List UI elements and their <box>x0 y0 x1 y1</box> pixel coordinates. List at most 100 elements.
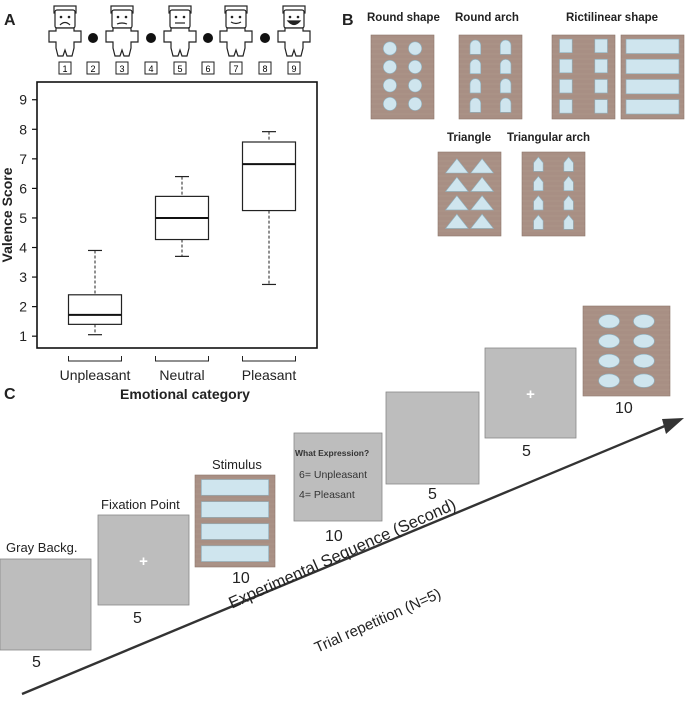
sequence-arrow-shaft <box>21 421 673 696</box>
sam-body <box>277 27 311 57</box>
round-window <box>408 78 423 93</box>
sam-mouth <box>116 22 128 25</box>
y-tick-label: 9 <box>19 92 27 108</box>
round-window <box>382 41 397 56</box>
sam-head <box>169 9 191 29</box>
screen-fixation-point: + <box>97 514 190 606</box>
facade-triangle <box>437 151 502 237</box>
sam-dot-4 <box>260 33 270 43</box>
sam-eye <box>238 15 242 19</box>
step-1-duration: 5 <box>32 654 41 671</box>
oval-window <box>633 373 655 388</box>
y-tick-label: 7 <box>19 151 27 167</box>
sam-box-7 <box>229 61 243 75</box>
panel-c-letter: C <box>4 386 16 403</box>
arch-window <box>499 59 512 74</box>
rect-window <box>594 38 608 53</box>
sam-head <box>225 9 247 29</box>
oval-window <box>633 353 655 368</box>
sam-box-number: 2 <box>90 64 95 74</box>
sam-box-9 <box>287 61 301 75</box>
gray-screen <box>293 432 383 522</box>
rect-window <box>559 59 573 74</box>
sam-dot-3 <box>203 33 213 43</box>
sam-head <box>54 9 76 29</box>
sam-box-number: 7 <box>233 64 238 74</box>
sam-box-number: 8 <box>262 64 267 74</box>
round-window <box>382 60 397 74</box>
rect-window <box>201 523 269 540</box>
arch-window <box>499 78 512 94</box>
facade-wall <box>521 151 586 237</box>
rect-window <box>625 99 680 115</box>
tri-arch-window <box>563 214 574 230</box>
facade-stimuli <box>370 34 685 237</box>
oval-window <box>598 314 620 329</box>
rect-window <box>625 79 680 95</box>
x-tick-label: Neutral <box>159 367 204 383</box>
step-2-label: Fixation Point <box>101 497 180 512</box>
rect-window <box>559 38 573 53</box>
sam-mouth <box>230 21 242 25</box>
screen-final-stimulus-facade <box>582 305 671 397</box>
screen-gray-5 <box>385 391 480 485</box>
sam-box-number: 9 <box>291 64 296 74</box>
step-3-label: Stimulus <box>212 457 262 472</box>
label-rectilinear-shape: Rictilinear shape <box>566 12 659 24</box>
box-iqr <box>241 141 297 212</box>
y-tick-label: 1 <box>19 328 27 344</box>
triangle-window <box>470 158 495 174</box>
tri-arch-window <box>533 175 544 191</box>
rect-window <box>625 38 680 54</box>
sam-box-number: 5 <box>177 64 182 74</box>
arch-window <box>469 78 482 94</box>
step-6-duration: 5 <box>522 443 531 460</box>
question-text: What Expression? <box>295 448 370 458</box>
sam-box-8 <box>258 61 272 75</box>
category-bracket <box>155 356 209 362</box>
tri-arch-window <box>533 195 544 211</box>
oval-window <box>598 334 620 349</box>
x-tick-label: Pleasant <box>242 367 297 383</box>
sam-box-6 <box>201 61 215 75</box>
gray-screen <box>0 558 92 651</box>
y-axis-label: Valence Score <box>0 167 15 262</box>
oval-window <box>633 314 655 329</box>
tri-arch-window <box>563 156 574 172</box>
step-5-duration: 5 <box>428 486 437 503</box>
tri-arch-window <box>563 175 574 191</box>
fixation-cross: + <box>139 553 148 570</box>
sequence-arrow-head <box>662 418 684 434</box>
screen-gray-background <box>0 558 92 651</box>
sam-mouth <box>59 21 71 26</box>
round-window <box>382 96 397 111</box>
sam-box-2 <box>86 61 100 75</box>
oval-window <box>633 334 655 349</box>
tri-arch-window <box>533 156 544 172</box>
sam-eye <box>288 15 292 19</box>
y-tick-label: 8 <box>19 121 27 137</box>
sam-box-number: 4 <box>148 64 153 74</box>
x-tick-label: Unpleasant <box>60 367 131 383</box>
label-triangular-arch: Triangular arch <box>507 132 591 144</box>
sam-eye <box>174 15 178 19</box>
triangle-window <box>444 158 469 174</box>
rect-window <box>201 479 269 496</box>
screen-stimulus-facade <box>194 474 276 568</box>
sam-eye <box>296 15 300 19</box>
gray-screen <box>97 514 190 606</box>
sam-mouth <box>286 20 302 26</box>
arch-window <box>499 97 512 113</box>
sam-eye <box>116 15 120 19</box>
arch-window <box>469 97 482 113</box>
round-window <box>382 78 397 93</box>
oval-window <box>598 373 620 388</box>
sam-figure-4 <box>219 5 253 57</box>
screen-question <box>293 432 383 522</box>
fixation-cross: + <box>526 386 535 403</box>
rect-window <box>559 79 573 94</box>
sam-box-number: 3 <box>119 64 124 74</box>
sam-body <box>163 27 197 57</box>
